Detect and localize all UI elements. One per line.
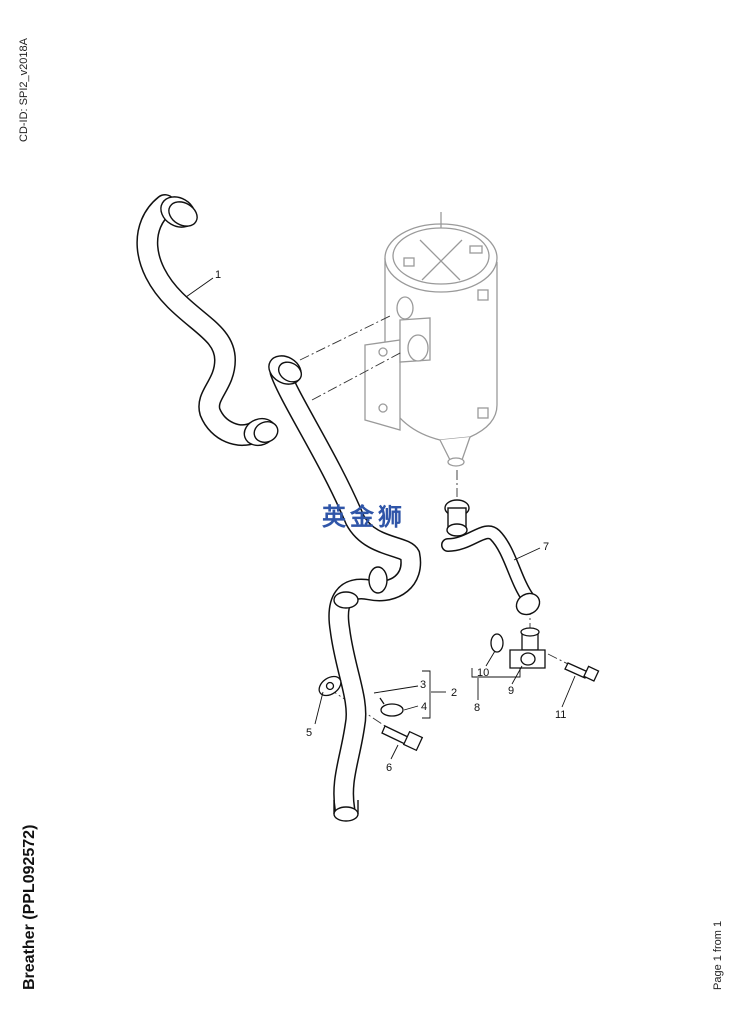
assembly-guide-lines: [299, 314, 573, 729]
hose-7: [441, 499, 541, 616]
bolt-11: [564, 662, 600, 682]
callout-10: 10: [477, 667, 489, 679]
o-ring-10: [490, 633, 504, 653]
callout-1: 1: [215, 269, 221, 281]
clip-4: [379, 697, 404, 717]
connector-9: [509, 627, 546, 669]
callout-7: 7: [543, 541, 549, 553]
callout-9: 9: [508, 685, 514, 697]
gasket-5: [318, 675, 342, 697]
callout-4: 4: [421, 701, 427, 713]
bolt-6: [381, 725, 424, 752]
callout-2: 2: [451, 687, 457, 699]
callout-11: 11: [555, 709, 566, 721]
watermark-logo: 英金狮: [322, 503, 406, 531]
callout-6: 6: [386, 762, 392, 774]
hose-2: [268, 355, 422, 822]
callout-8: 8: [474, 702, 480, 714]
callout-leaders: [185, 277, 576, 760]
breather-canister: [364, 212, 498, 467]
callout-3: 3: [420, 679, 426, 691]
hose-1: [136, 194, 279, 447]
callout-5: 5: [306, 727, 312, 739]
